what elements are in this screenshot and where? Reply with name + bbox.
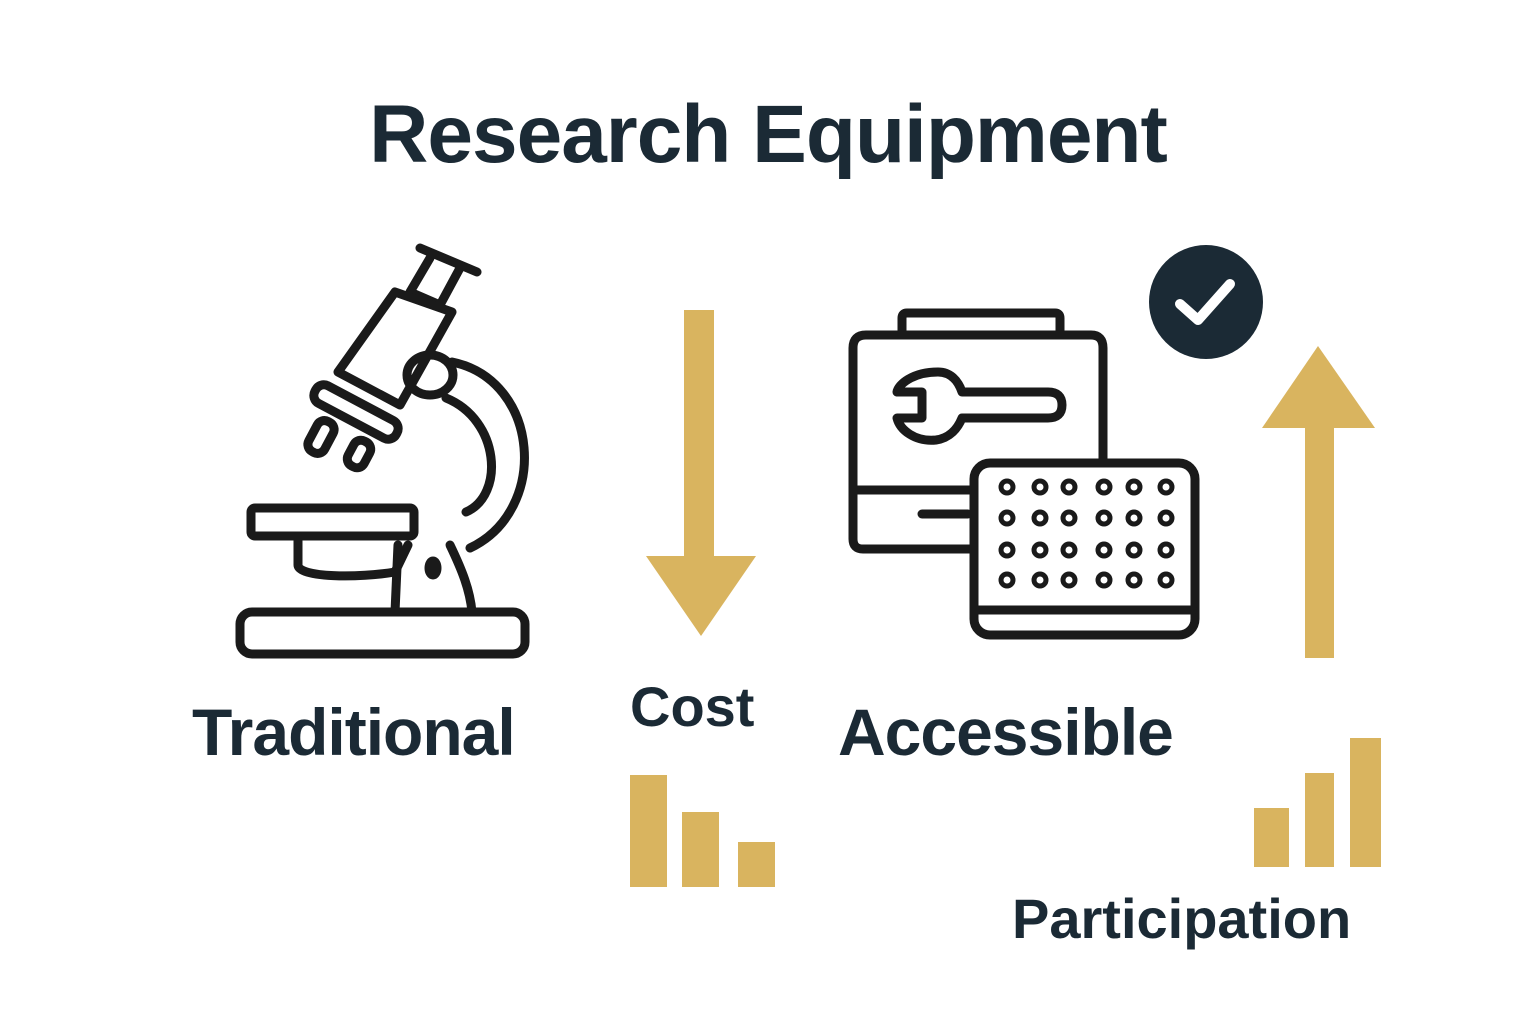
arrow-up-icon [1262,346,1375,658]
participation-bar-3 [1350,738,1381,867]
accessible-label: Accessible [838,695,1174,769]
participation-label: Participation [1012,887,1352,950]
checkmark-circle-icon [1149,245,1263,359]
microscope-icon [235,243,530,659]
arrow-down-icon [646,310,756,636]
participation-bar-1 [1254,808,1289,867]
cost-bar-2 [682,812,719,887]
cost-bar-1 [630,775,667,887]
toolbox-with-microplate-icon [848,308,1200,640]
cost-label: Cost [630,675,755,738]
participation-bar-2 [1305,773,1334,867]
cost-bar-3 [738,842,775,887]
traditional-label: Traditional [192,695,516,769]
page-title: Research Equipment [369,89,1168,180]
